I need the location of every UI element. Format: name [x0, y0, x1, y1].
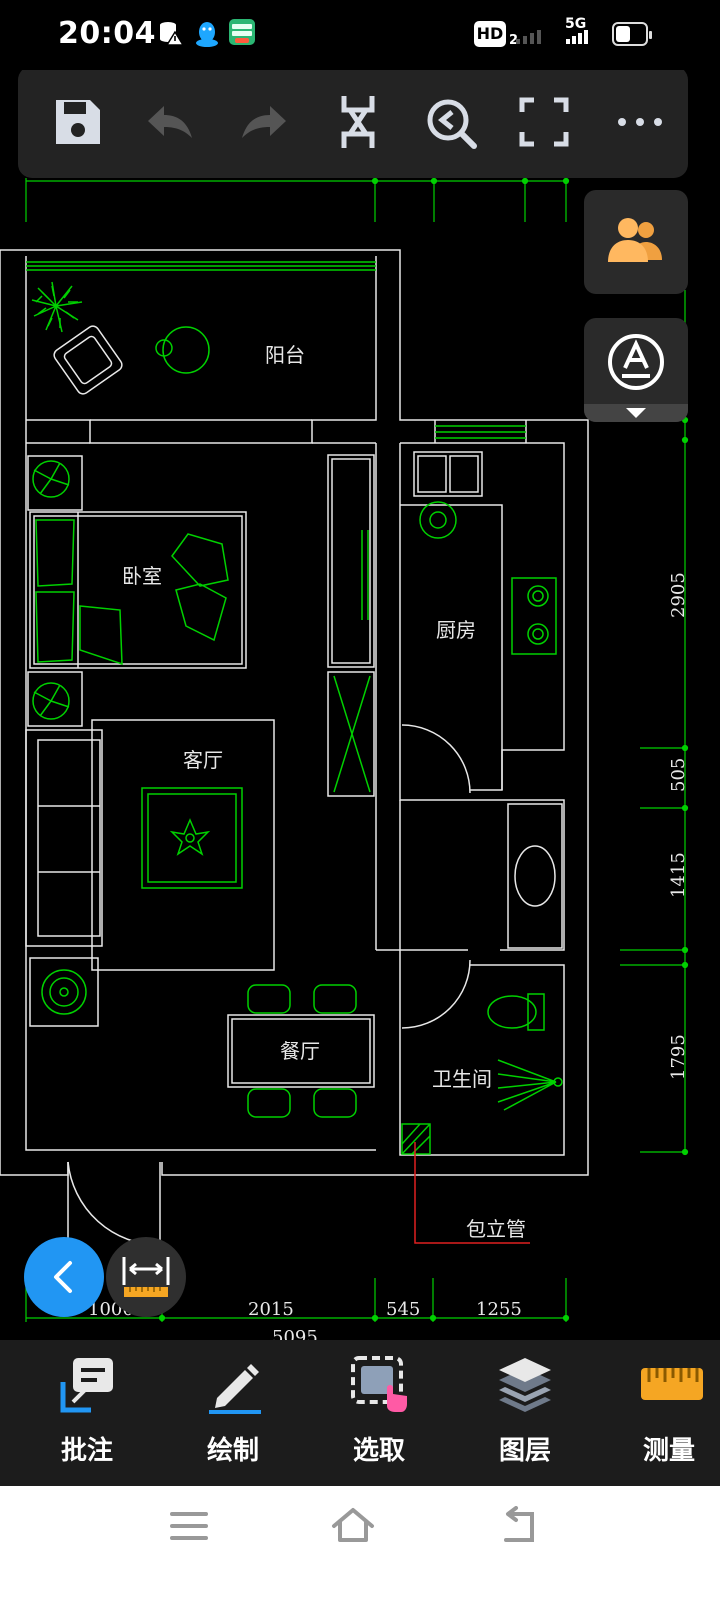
- room-label-living-room: 客厅: [183, 748, 223, 772]
- save-icon[interactable]: [50, 94, 106, 150]
- undo-icon[interactable]: [142, 94, 198, 150]
- dim-right-2: 505: [668, 758, 689, 792]
- more-icon[interactable]: [612, 94, 668, 150]
- data-saver-warning-icon: [160, 22, 184, 46]
- back-icon[interactable]: [498, 1506, 538, 1544]
- room-label-kitchen: 厨房: [436, 618, 476, 642]
- dim-bottom-3: 545: [386, 1299, 420, 1320]
- qq-icon: [196, 22, 218, 47]
- dim-right-4: 1795: [668, 1034, 689, 1080]
- room-label-bedroom: 卧室: [122, 564, 162, 588]
- chevron-down-icon: [626, 408, 646, 418]
- room-label-bathroom: 卫生间: [432, 1067, 492, 1091]
- system-nav-bar: [0, 1486, 720, 1600]
- ruler-icon: [641, 1368, 703, 1400]
- select-button[interactable]: 选取: [324, 1354, 434, 1474]
- floor-plan-canvas[interactable]: 阳台 卧室 客厅 餐厅 厨房 卫生间 包立管 2905 505 1415 179…: [0, 178, 720, 1340]
- measure-distance-icon: [122, 1257, 170, 1297]
- annotate-button[interactable]: 批注: [32, 1354, 142, 1474]
- measure-button[interactable]: 测量: [614, 1354, 720, 1474]
- dim-right-1: 2905: [668, 572, 689, 618]
- expand-handle[interactable]: [584, 404, 688, 422]
- redo-icon[interactable]: [236, 94, 292, 150]
- chevron-left-icon: [54, 1261, 72, 1293]
- menu-icon[interactable]: [170, 1510, 208, 1542]
- zoom-extents-icon[interactable]: [422, 94, 478, 150]
- text-style-icon: [608, 334, 664, 390]
- hd-badge: HD: [474, 21, 506, 47]
- bottom-toolbar: 批注 绘制 选取 图层 测量: [0, 1340, 720, 1486]
- fullscreen-icon[interactable]: [516, 94, 572, 150]
- layers-icon: [499, 1358, 551, 1412]
- top-toolbar: [18, 66, 688, 178]
- app-badge-icon: [229, 19, 255, 45]
- dim-right-3: 1415: [668, 852, 689, 898]
- dim-bottom-4: 1255: [476, 1299, 522, 1320]
- home-icon[interactable]: [330, 1506, 376, 1544]
- leader-line: [414, 1142, 530, 1244]
- users-icon: [608, 218, 662, 262]
- text-style-button[interactable]: [584, 318, 688, 422]
- snap-icon[interactable]: [330, 94, 386, 150]
- status-time: 20:04: [58, 16, 156, 51]
- battery-icon: [612, 22, 652, 46]
- dim-total: 5095: [272, 1327, 318, 1340]
- annotation-pipe: 包立管: [466, 1217, 526, 1241]
- measure-label: 测量: [642, 1436, 695, 1466]
- collaboration-button[interactable]: [584, 190, 688, 294]
- signal-bars-icon: [516, 30, 541, 44]
- measure-fab[interactable]: [106, 1237, 186, 1317]
- annotate-icon: [60, 1358, 113, 1413]
- layers-label: 图层: [498, 1436, 551, 1466]
- room-label-balcony: 阳台: [265, 343, 305, 367]
- annotate-label: 批注: [60, 1436, 113, 1466]
- hd-sub-label: 2: [509, 33, 519, 48]
- network-type: 5G: [565, 16, 587, 32]
- draw-button[interactable]: 绘制: [178, 1354, 288, 1474]
- select-label: 选取: [352, 1436, 405, 1466]
- select-icon: [351, 1356, 407, 1412]
- layers-button[interactable]: 图层: [470, 1354, 580, 1474]
- room-label-dining-room: 餐厅: [280, 1039, 320, 1063]
- draw-label: 绘制: [206, 1436, 259, 1466]
- back-fab[interactable]: [24, 1237, 104, 1317]
- signal-5g-bars-icon: [566, 30, 588, 44]
- status-bar: 20:04 HD 2 5G: [0, 0, 720, 70]
- dim-bottom-2: 2015: [248, 1299, 294, 1320]
- pencil-icon: [209, 1364, 261, 1414]
